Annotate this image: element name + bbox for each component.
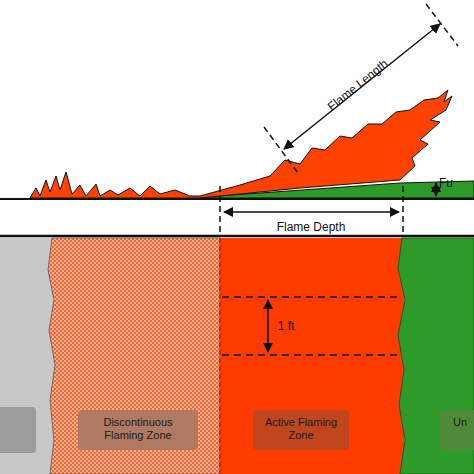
zone-label-box: Un [440,410,474,450]
dimension-label: Flame Depth [277,220,346,234]
dimension-label: 1 ft [278,319,295,333]
zone-label: Un [445,416,474,429]
zone-label-box: Discontinuous Flaming Zone [78,410,198,450]
zone-label: Discontinuous Flaming Zone [83,416,193,442]
dimension-label: Flame Length [325,56,391,113]
zone-label-box: Active Flaming Zone [253,410,349,450]
zone-label: Active Flaming Zone [258,416,344,442]
dimension-label: Fu [439,176,453,190]
